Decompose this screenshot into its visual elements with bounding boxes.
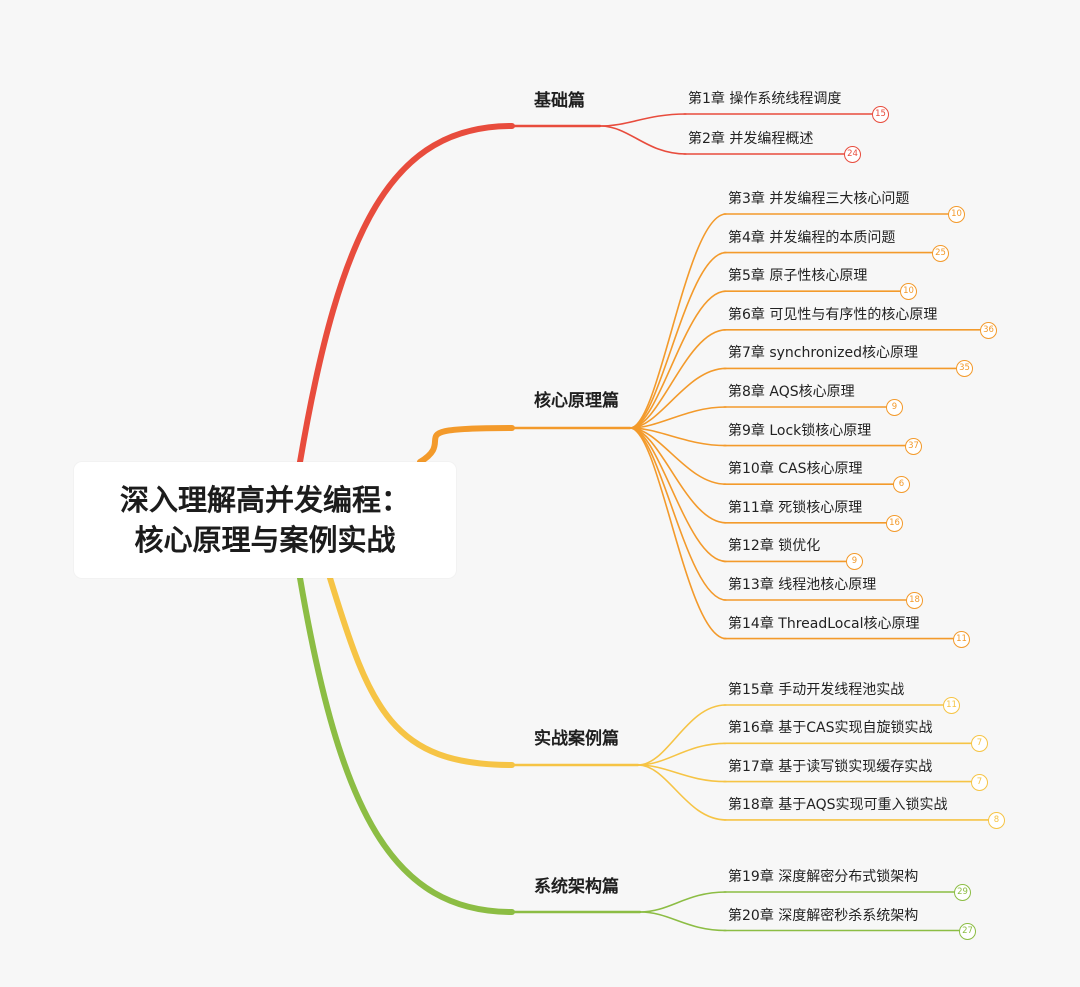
chapter-label-1-9[interactable]: 第12章 锁优化: [728, 538, 821, 555]
chapter-label-1-10[interactable]: 第13章 线程池核心原理: [728, 577, 877, 593]
chapter-count-badge-2-3[interactable]: 8: [988, 811, 1005, 829]
chapter-count-badge-1-8[interactable]: 16: [886, 514, 903, 532]
root-title-line-2: 核心原理与案例实战: [134, 523, 396, 557]
chapter-label-0-1[interactable]: 第2章 并发编程概述: [688, 131, 814, 147]
chapter-label-3-0[interactable]: 第19章 深度解密分布式锁架构: [728, 869, 919, 885]
chapter-label-1-6[interactable]: 第9章 Lock锁核心原理: [728, 422, 872, 439]
chapter-connector-1-4: [629, 367, 727, 429]
chapter-count-badge-3-1[interactable]: 27: [959, 922, 976, 940]
chapter-connector-1-6: [629, 427, 727, 447]
branch-connector-2: [327, 575, 515, 768]
chapter-count-badge-2-0[interactable]: 11: [943, 697, 960, 714]
chapter-connector-2-2: [637, 764, 727, 783]
chapter-label-2-0[interactable]: 第15章 手动开发线程池实战: [728, 682, 905, 698]
chapter-label-2-3[interactable]: 第18章 基于AQS实现可重入锁实战: [728, 796, 948, 813]
root-title-line-1: 深入理解高并发编程：: [119, 483, 410, 517]
chapter-label-1-11[interactable]: 第14章 ThreadLocal核心原理: [728, 615, 920, 632]
chapter-count-badge-2-1[interactable]: 7: [971, 735, 988, 753]
chapter-label-3-1[interactable]: 第20章 深度解密秒杀系统架构: [728, 907, 919, 924]
chapter-connector-0-1: [599, 125, 687, 155]
chapter-label-2-1[interactable]: 第16章 基于CAS实现自旋锁实战: [728, 720, 933, 737]
chapter-label-0-0[interactable]: 第1章 操作系统线程调度: [688, 91, 842, 107]
chapter-connector-1-3: [629, 329, 727, 429]
chapter-count-badge-3-0[interactable]: 29: [954, 884, 971, 901]
chapter-connector-3-0: [639, 891, 727, 913]
chapter-connector-1-7: [629, 427, 727, 485]
root-topic-card[interactable]: 深入理解高并发编程： 核心原理与案例实战: [74, 462, 456, 578]
chapter-label-1-5[interactable]: 第8章 AQS核心原理: [728, 384, 855, 400]
chapter-label-1-7[interactable]: 第10章 CAS核心原理: [728, 461, 863, 478]
chapter-connector-2-0: [637, 704, 727, 766]
chapter-connector-2-1: [637, 742, 727, 766]
chapter-count-badge-2-2[interactable]: 7: [971, 773, 988, 791]
chapter-count-badge-1-7[interactable]: 6: [893, 476, 910, 494]
chapter-label-1-1[interactable]: 第4章 并发编程的本质问题: [728, 229, 896, 246]
chapter-connector-1-9: [629, 427, 727, 563]
chapter-count-badge-1-1[interactable]: 25: [932, 244, 949, 262]
branch-connector-0: [297, 123, 515, 465]
branch-label-2[interactable]: 实战案例篇: [534, 729, 619, 749]
chapter-connector-1-5: [629, 406, 727, 429]
chapter-label-2-2[interactable]: 第17章 基于读写锁实现缓存实战: [728, 758, 933, 775]
chapter-count-badge-1-4[interactable]: 35: [956, 360, 973, 378]
chapter-connector-1-0: [629, 213, 727, 429]
chapter-count-badge-0-1[interactable]: 24: [844, 146, 861, 163]
chapter-label-1-8[interactable]: 第11章 死锁核心原理: [728, 499, 863, 516]
chapter-connector-1-2: [629, 290, 727, 429]
chapter-count-badge-1-6[interactable]: 37: [905, 437, 922, 455]
chapter-connector-1-8: [629, 427, 727, 524]
chapter-count-badge-1-9[interactable]: 9: [846, 553, 863, 571]
chapter-label-1-3[interactable]: 第6章 可见性与有序性的核心原理: [728, 306, 938, 323]
chapter-connector-0-0: [599, 113, 687, 127]
branch-connector-3: [297, 575, 515, 915]
chapter-count-badge-1-5[interactable]: 9: [886, 399, 903, 416]
chapter-count-badge-1-10[interactable]: 18: [906, 592, 923, 609]
chapter-count-badge-1-2[interactable]: 10: [900, 283, 917, 301]
chapter-connector-1-10: [629, 427, 727, 601]
branch-label-3[interactable]: 系统架构篇: [534, 877, 619, 897]
chapter-label-1-0[interactable]: 第3章 并发编程三大核心问题: [728, 191, 910, 207]
chapter-connector-1-11: [629, 427, 727, 640]
chapter-connector-1-1: [629, 251, 727, 429]
chapter-count-badge-1-11[interactable]: 11: [953, 630, 970, 648]
chapter-count-badge-1-3[interactable]: 36: [980, 321, 997, 339]
chapter-connector-2-3: [637, 764, 727, 821]
chapter-count-badge-1-0[interactable]: 10: [948, 206, 965, 223]
chapter-connector-3-1: [639, 911, 727, 932]
branch-label-0[interactable]: 基础篇: [534, 91, 585, 111]
branch-label-1[interactable]: 核心原理篇: [534, 391, 619, 411]
branch-connector-1: [417, 425, 515, 465]
chapter-label-1-2[interactable]: 第5章 原子性核心原理: [728, 268, 868, 285]
chapter-count-badge-0-0[interactable]: 15: [872, 106, 889, 123]
chapter-label-1-4[interactable]: 第7章 synchronized核心原理: [728, 345, 919, 362]
